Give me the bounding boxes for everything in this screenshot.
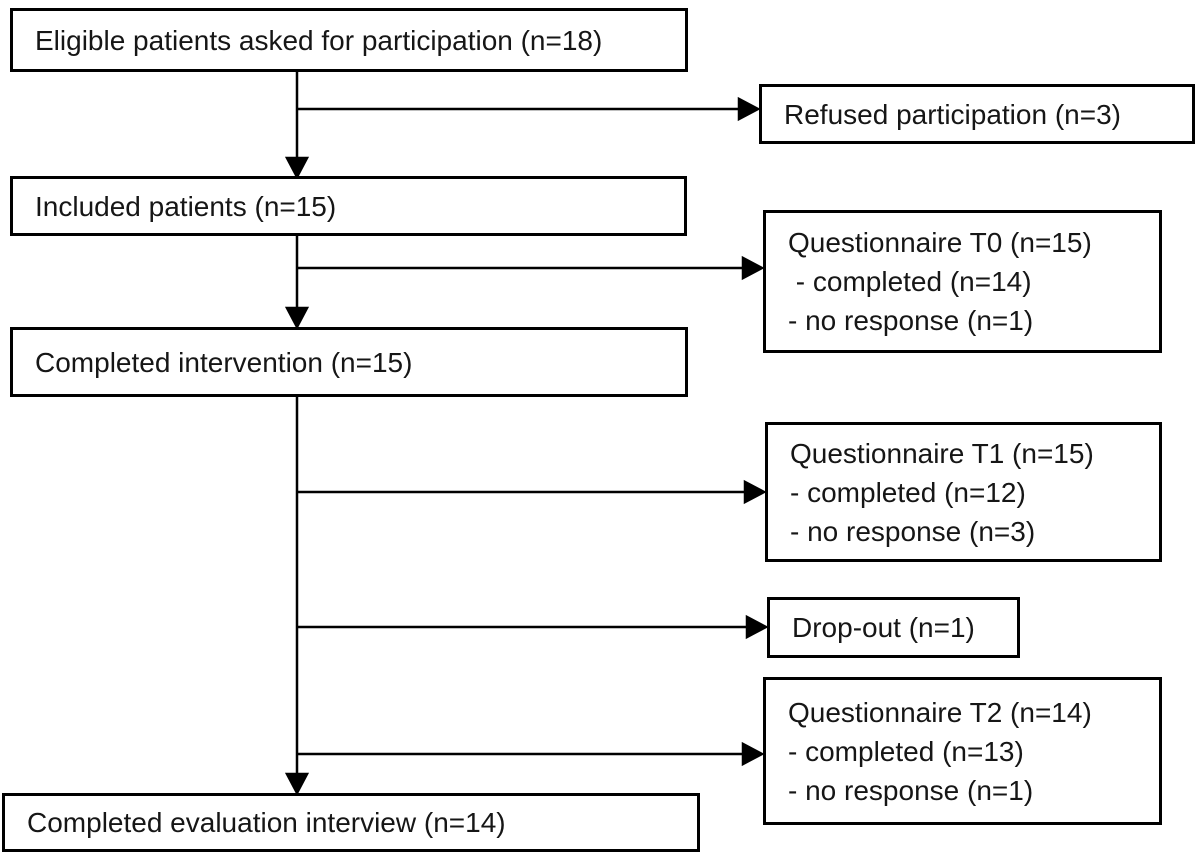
flow-box-questionnaire-t1: Questionnaire T1 (n=15) - completed (n=1… [765, 422, 1162, 562]
flow-box-included-patients: Included patients (n=15) [10, 176, 687, 236]
arrow-branch-to-t0 [297, 255, 765, 281]
arrowhead-right-icon [741, 255, 765, 281]
flow-box-detail-completed: - completed (n=13) [788, 735, 1024, 767]
flow-box-title: Questionnaire T1 (n=15) [790, 437, 1094, 469]
arrowhead-down-icon [284, 772, 310, 796]
flow-box-dropout: Drop-out (n=1) [767, 597, 1020, 658]
arrowhead-right-icon [737, 96, 761, 122]
flow-box-detail-no-response: - no response (n=1) [788, 774, 1034, 806]
flow-box-label: Completed intervention (n=15) [35, 346, 413, 378]
flow-box-title: Questionnaire T2 (n=14) [788, 696, 1092, 728]
flow-box-questionnaire-t2: Questionnaire T2 (n=14) - completed (n=1… [763, 677, 1162, 825]
flow-box-eligible-patients: Eligible patients asked for participatio… [10, 8, 688, 72]
arrow-branch-to-refused [297, 96, 761, 122]
flow-box-label: Eligible patients asked for participatio… [35, 24, 603, 56]
flow-box-completed-evaluation-interview: Completed evaluation interview (n=14) [2, 793, 700, 852]
flow-box-refused-participation: Refused participation (n=3) [759, 84, 1195, 144]
arrow-intervention-to-evaluation [284, 397, 310, 796]
flow-box-completed-intervention: Completed intervention (n=15) [10, 327, 688, 397]
arrow-eligible-to-included [284, 72, 310, 180]
flow-box-title: Questionnaire T0 (n=15) [788, 227, 1092, 258]
arrowhead-right-icon [745, 614, 769, 640]
flow-box-label: Included patients (n=15) [35, 190, 337, 222]
arrowhead-right-icon [741, 741, 765, 767]
arrowhead-down-icon [284, 306, 310, 330]
flow-box-detail-completed: - completed (n=14) [788, 266, 1032, 297]
arrowhead-right-icon [743, 479, 767, 505]
arrowhead-down-icon [284, 156, 310, 180]
flow-box-label: Drop-out (n=1) [792, 612, 975, 643]
flow-box-detail-completed: - completed (n=12) [790, 476, 1026, 508]
flow-box-label: Refused participation (n=3) [784, 98, 1121, 130]
flow-box-label: Completed evaluation interview (n=14) [27, 807, 506, 838]
arrow-branch-to-t2 [297, 741, 765, 767]
flow-box-detail-no-response: - no response (n=1) [788, 305, 1034, 336]
flow-box-questionnaire-t0: Questionnaire T0 (n=15) - completed (n=1… [763, 210, 1162, 353]
arrow-branch-to-t1 [297, 479, 767, 505]
flow-box-detail-no-response: - no response (n=3) [790, 515, 1036, 547]
arrow-included-to-intervention [284, 236, 310, 330]
arrow-branch-to-dropout [297, 614, 769, 640]
